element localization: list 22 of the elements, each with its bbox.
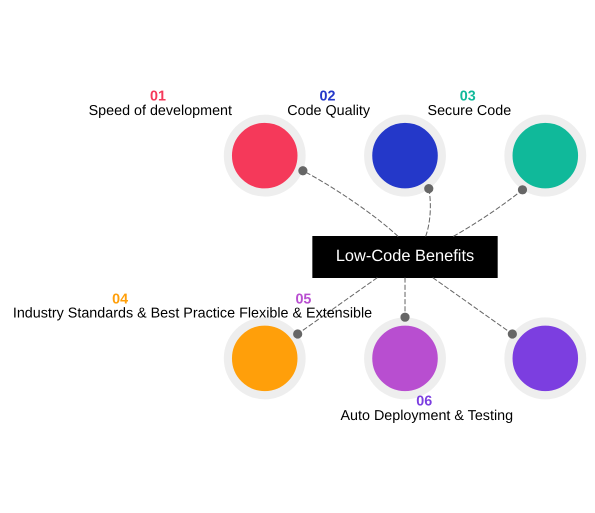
connector xyxy=(453,184,528,236)
connector xyxy=(432,276,517,338)
connector xyxy=(400,277,410,322)
node-box: Low-Code Benefits xyxy=(312,236,498,278)
node-label: 04 xyxy=(112,290,128,307)
connector xyxy=(293,276,378,338)
node-circle xyxy=(504,114,586,196)
node-label: Speed of development xyxy=(88,102,232,118)
node-label: 03 xyxy=(460,88,476,104)
connector xyxy=(298,166,398,236)
node-label: Flexible & Extensible xyxy=(239,305,372,322)
node-label: 01 xyxy=(150,88,166,104)
node-circle xyxy=(224,316,306,399)
node-label: 05 xyxy=(295,290,312,307)
node-label: 02 xyxy=(320,88,336,104)
node-label: 06 xyxy=(416,393,432,410)
node-label: Auto Deployment & Testing xyxy=(340,408,514,424)
node-label: Code Quality xyxy=(287,102,370,118)
connector xyxy=(424,184,434,236)
node-label: Industry Standards & Best Practice xyxy=(12,305,236,322)
node-label: Secure Code xyxy=(428,102,512,118)
node-circle xyxy=(504,316,586,399)
